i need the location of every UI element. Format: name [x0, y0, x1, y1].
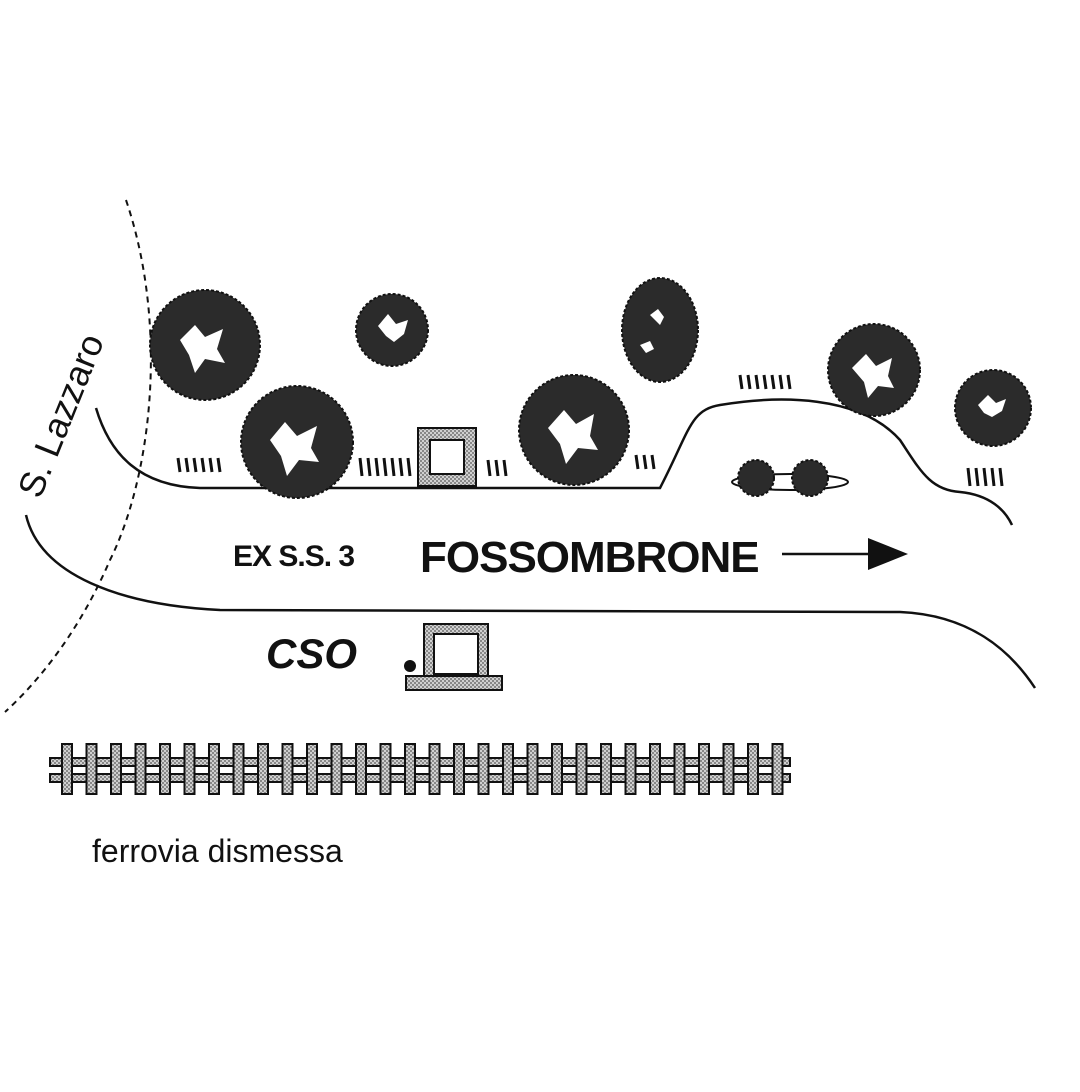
- grass-icon: [486, 459, 508, 477]
- shrub-icon: [731, 459, 849, 497]
- cso-building-icon: [404, 623, 503, 691]
- grass-icon: [966, 467, 1004, 487]
- tree-icon: [621, 277, 699, 383]
- railway-tie: [624, 743, 637, 795]
- railway-track-icon: [49, 743, 791, 795]
- railway-tie: [330, 743, 343, 795]
- railway-tie: [698, 743, 710, 795]
- railway-label: ferrovia dismessa: [92, 833, 343, 869]
- railway-tie: [379, 743, 392, 795]
- tree-icon: [240, 385, 354, 499]
- grass-icon: [358, 457, 412, 477]
- road-lower-edge: [24, 514, 1037, 689]
- tree-icon: [954, 369, 1032, 447]
- railway-tie: [747, 743, 759, 795]
- tree-icon: [355, 293, 429, 367]
- railway-tie: [453, 743, 465, 795]
- railway-tie: [208, 743, 220, 795]
- railway-tie: [257, 743, 269, 795]
- railway-tie: [428, 743, 441, 795]
- building-icon: [417, 427, 477, 487]
- road-label: EX S.S. 3: [233, 540, 354, 573]
- railway-tie: [649, 743, 661, 795]
- destination-label: FOSSOMBRONE: [420, 533, 759, 582]
- road-upper-edge: [94, 398, 1014, 526]
- railway-tie: [404, 743, 416, 795]
- station-label: CSO: [266, 630, 357, 677]
- railway-tie: [771, 743, 784, 795]
- railway-tie: [306, 743, 318, 795]
- railway-tie: [551, 743, 563, 795]
- railway-tie: [673, 743, 686, 795]
- railway-tie: [134, 743, 147, 795]
- arrow-right-icon: [782, 538, 908, 570]
- railway-tie: [600, 743, 612, 795]
- railway-tie: [110, 743, 122, 795]
- grass-icon: [176, 457, 222, 473]
- railway-tie: [355, 743, 367, 795]
- grass-icon: [634, 454, 656, 470]
- railway-tie: [183, 743, 196, 795]
- railway-tie: [575, 743, 588, 795]
- railway-tie: [61, 743, 73, 795]
- railway-tie: [502, 743, 514, 795]
- tree-icon: [827, 323, 921, 417]
- railway-tie: [232, 743, 245, 795]
- tree-icon: [149, 289, 261, 401]
- railway-tie: [159, 743, 171, 795]
- railway-tie: [477, 743, 490, 795]
- grass-icon: [738, 374, 792, 390]
- railway-tie: [281, 743, 294, 795]
- tree-icon: [518, 374, 630, 486]
- railway-tie: [526, 743, 539, 795]
- railway-tie: [85, 743, 98, 795]
- railway-tie: [722, 743, 735, 795]
- place-label: S. Lazzaro: [9, 328, 111, 503]
